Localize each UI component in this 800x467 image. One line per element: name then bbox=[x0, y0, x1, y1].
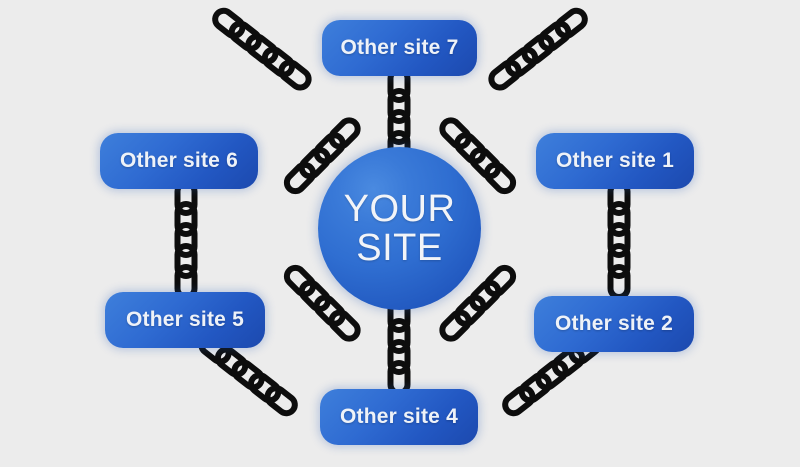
hub-label-line2: SITE bbox=[356, 226, 443, 269]
node-site2-label: Other site 2 bbox=[555, 312, 673, 335]
node-site2[interactable]: Other site 2 bbox=[534, 296, 694, 352]
chain-site1-to-site2 bbox=[611, 183, 628, 297]
node-site1-label: Other site 1 bbox=[556, 149, 674, 172]
node-site7[interactable]: Other site 7 bbox=[322, 20, 477, 76]
node-site6-label: Other site 6 bbox=[120, 149, 238, 172]
hub-label-line1: YOUR bbox=[343, 187, 456, 230]
node-site4-label: Other site 4 bbox=[340, 405, 458, 428]
chain-site7-to-site1 bbox=[488, 7, 588, 91]
chain-hub-to-site4 bbox=[391, 300, 408, 393]
node-site7-label: Other site 7 bbox=[340, 36, 459, 59]
node-site1[interactable]: Other site 1 bbox=[536, 133, 694, 189]
node-site6[interactable]: Other site 6 bbox=[100, 133, 258, 189]
node-site5[interactable]: Other site 5 bbox=[105, 292, 265, 348]
node-site5-label: Other site 5 bbox=[126, 308, 244, 331]
node-site4[interactable]: Other site 4 bbox=[320, 389, 478, 445]
chain-site7-to-site6 bbox=[212, 7, 312, 91]
your-site-hub[interactable]: YOUR SITE bbox=[318, 147, 481, 310]
chain-site6-to-site5 bbox=[178, 183, 195, 297]
